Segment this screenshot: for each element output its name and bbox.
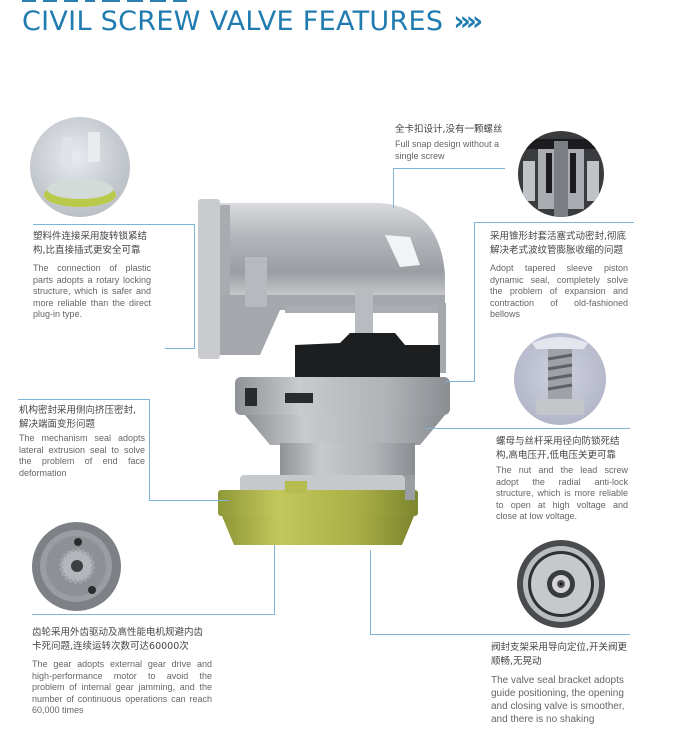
- feature-zh: 机构密封采用侧向挤压密封,解决端面变形问题: [19, 405, 137, 430]
- feature-en: The mechanism seal adopts lateral extrus…: [19, 433, 145, 478]
- connector-line: [18, 399, 150, 400]
- connector-line: [425, 428, 630, 429]
- cropped-title-line: [22, 0, 232, 2]
- valve-illustration: [190, 185, 480, 555]
- feature-en: The nut and the lead screw adopt the rad…: [496, 465, 628, 521]
- feature-gear-drive: 齿轮采用外齿驱动及高性能电机规避内齿卡死问题,连续运转次数可达60000次 Th…: [32, 626, 212, 717]
- feature-en: Full snap design without a single screw: [395, 139, 500, 161]
- feature-en: The connection of plastic parts adopts a…: [33, 263, 151, 319]
- piston-seal-icon: [518, 131, 604, 217]
- connector-line: [165, 348, 195, 349]
- connector-line: [474, 222, 475, 382]
- feature-seal-bracket: 阀封支架采用导向定位,开关阀更顺畅,无晃动 The valve seal bra…: [491, 641, 629, 726]
- feature-zh: 螺母与丝杆采用径向防锁死结构,高电压开,低电压关更可靠: [496, 436, 620, 461]
- page-title: CIVIL SCREW VALVE FEATURES »»: [22, 6, 483, 37]
- feature-en: The gear adopts external gear drive and …: [32, 659, 212, 715]
- connector-line: [194, 224, 195, 349]
- connector-line: [32, 614, 275, 615]
- feature-snap-design: 全卡扣设计,没有一颗螺丝 Full snap design without a …: [395, 123, 505, 162]
- connector-line: [474, 222, 634, 223]
- connector-line: [370, 634, 630, 635]
- connector-line: [370, 550, 371, 635]
- page-title-text: CIVIL SCREW VALVE FEATURES: [22, 6, 444, 37]
- connector-line: [393, 168, 394, 208]
- feature-lateral-seal: 机构密封采用侧向挤压密封,解决端面变形问题 The mechanism seal…: [19, 404, 145, 479]
- connector-line: [149, 399, 150, 501]
- feature-zh: 采用锥形封套活塞式动密封,彻底解决老式波纹管膨胀收缩的问题: [490, 231, 627, 256]
- feature-zh: 阀封支架采用导向定位,开关阀更顺畅,无晃动: [491, 642, 628, 667]
- connector-line: [149, 500, 229, 501]
- feature-en: The valve seal bracket adopts guide posi…: [491, 675, 625, 725]
- lead-screw-icon: [514, 333, 606, 425]
- feature-tapered-sleeve: 采用锥形封套活塞式动密封,彻底解决老式波纹管膨胀收缩的问题 Adopt tape…: [490, 230, 628, 321]
- gear-icon: [32, 522, 121, 611]
- feature-en: Adopt tapered sleeve piston dynamic seal…: [490, 263, 628, 319]
- feature-zh: 全卡扣设计,没有一颗螺丝: [395, 124, 503, 135]
- connector-line: [33, 224, 195, 225]
- double-chevron-icon: »»: [453, 6, 483, 37]
- connector-line: [393, 168, 505, 169]
- feature-zh: 齿轮采用外齿驱动及高性能电机规避内齿卡死问题,连续运转次数可达60000次: [32, 627, 204, 652]
- connector-line: [274, 545, 275, 615]
- feature-zh: 塑料件连接采用旋转锁紧结构,比直接插式更安全可靠: [33, 231, 148, 256]
- feature-anti-lock: 螺母与丝杆采用径向防锁死结构,高电压开,低电压关更可靠 The nut and …: [496, 435, 628, 523]
- transparent-housing-icon: [30, 117, 130, 217]
- connector-line: [445, 381, 475, 382]
- valve-seal-bracket-icon: [517, 540, 605, 628]
- feature-rotary-lock: 塑料件连接采用旋转锁紧结构,比直接插式更安全可靠 The connection …: [33, 230, 151, 321]
